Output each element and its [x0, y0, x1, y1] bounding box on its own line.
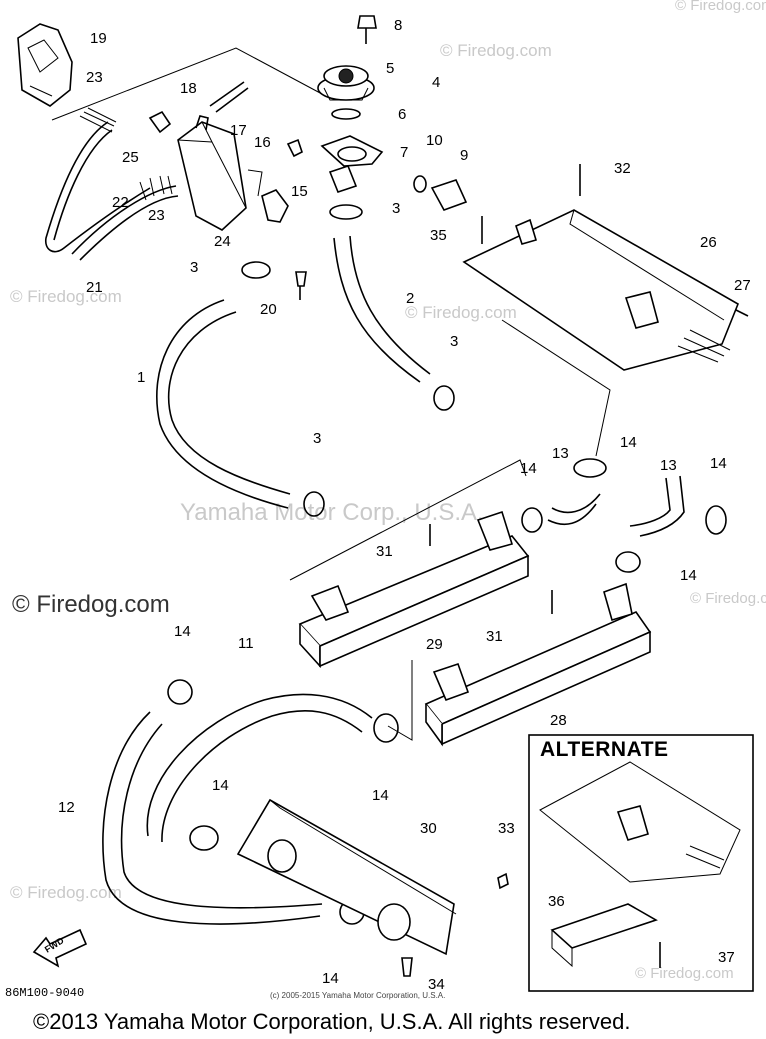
- diagram-code: 86M100-9040: [5, 986, 85, 1000]
- watermark-firedog: © Firedog.com: [12, 591, 170, 618]
- callout-13: 13: [660, 457, 677, 474]
- part-28-cooler: [424, 582, 652, 747]
- callout-6: 6: [398, 106, 406, 123]
- watermark: © Firedog.com: [440, 41, 552, 60]
- callout-14: 14: [372, 787, 389, 804]
- callout-17: 17: [230, 122, 247, 139]
- callout-26: 26: [700, 234, 717, 251]
- alternate-assembly: [539, 761, 741, 968]
- callout-24: 24: [214, 233, 231, 250]
- callout-14: 14: [710, 455, 727, 472]
- callout-15: 15: [291, 183, 308, 200]
- part-1-hose: [156, 299, 291, 509]
- part-9-sensor: [430, 179, 468, 211]
- part-2-hose: [333, 235, 431, 383]
- part-17-fitting: [195, 115, 209, 131]
- callout-14: 14: [520, 460, 537, 477]
- callout-14: 14: [322, 970, 339, 987]
- part-13-hose: [629, 475, 685, 537]
- callout-31: 31: [486, 628, 503, 645]
- callout-35: 35: [430, 227, 447, 244]
- callout-11: 11: [238, 635, 254, 652]
- part-33-bolt: [497, 872, 509, 890]
- part-8-bolt: [357, 15, 377, 44]
- part-26-plate: [462, 209, 740, 371]
- callout-32: 32: [614, 160, 631, 177]
- callout-8: 8: [394, 17, 402, 34]
- part-30-plate: [236, 798, 457, 956]
- part-12-hose: [102, 711, 323, 925]
- callout-18: 18: [180, 80, 197, 97]
- callout-2: 2: [406, 290, 414, 307]
- callout-7: 7: [400, 144, 408, 161]
- part-10-washer: [413, 175, 427, 193]
- callout-33: 33: [498, 820, 515, 837]
- callout-31: 31: [376, 543, 393, 560]
- watermark: © Firedog.com: [10, 287, 122, 306]
- part-20-bolt: [295, 271, 307, 300]
- part-34-bolt: [401, 957, 413, 977]
- part-4-5-thermostat-cover: [317, 65, 375, 101]
- part-13-hose: [547, 493, 601, 526]
- callout-16: 16: [254, 134, 271, 151]
- callout-3: 3: [190, 259, 198, 276]
- part-25-fitting: [148, 110, 172, 134]
- leader-lines: [51, 47, 611, 741]
- callout-36: 36: [548, 893, 565, 910]
- callout-28: 28: [550, 712, 567, 729]
- callout-37: 37: [718, 949, 735, 966]
- watermark: © Firedog.com: [690, 590, 766, 607]
- watermark: © Firedog.com: [635, 965, 734, 982]
- callout-19: 19: [90, 30, 107, 47]
- callout-5: 5: [386, 60, 394, 77]
- part-15-fitting: [286, 138, 303, 158]
- callout-29: 29: [426, 636, 443, 653]
- hose-clamps-3: [241, 204, 455, 517]
- callout-14: 14: [174, 623, 191, 640]
- part-29-cooler: [298, 510, 530, 669]
- callout-21: 21: [86, 279, 103, 296]
- callout-4: 4: [432, 74, 440, 91]
- part-19-bracket: [17, 23, 73, 107]
- callout-25: 25: [122, 149, 139, 166]
- part-18-pipe: [209, 81, 249, 113]
- watermark-center: Yamaha Motor Corp., U.S.A.: [180, 499, 484, 526]
- part-16-tank: [177, 121, 263, 231]
- callout-9: 9: [460, 147, 468, 164]
- callout-10: 10: [426, 132, 443, 149]
- part-7-housing: [320, 135, 384, 193]
- watermark: © Firedog.com: [10, 883, 122, 902]
- callout-34: 34: [428, 976, 445, 993]
- callouts: 19 23 18 8 5 4 6 17 16 25 10 7 9 32 15 2…: [58, 17, 751, 993]
- callout-3: 3: [392, 200, 400, 217]
- small-copyright: (c) 2005-2015 Yamaha Motor Corporation, …: [270, 991, 446, 1000]
- callout-12: 12: [58, 799, 75, 816]
- part-6-o-ring: [331, 108, 361, 120]
- callout-3: 3: [450, 333, 458, 350]
- callout-20: 20: [260, 301, 277, 318]
- callout-23: 23: [148, 207, 165, 224]
- callout-1: 1: [137, 369, 145, 386]
- callout-13: 13: [552, 445, 569, 462]
- part-24-bracket: [261, 189, 289, 223]
- watermarks: © Firedog.com © Firedog.com © Firedog.co…: [10, 0, 766, 982]
- watermark: © Firedog.com: [675, 0, 766, 14]
- part-27-bolt: [735, 309, 749, 317]
- copyright-footer: ©2013 Yamaha Motor Corporation, U.S.A. A…: [33, 1009, 631, 1034]
- callout-3: 3: [313, 430, 321, 447]
- forward-arrow-icon: [32, 928, 88, 968]
- callout-30: 30: [420, 820, 437, 837]
- watermark: © Firedog.com: [405, 303, 517, 322]
- callout-14: 14: [212, 777, 229, 794]
- alternate-box: [528, 734, 754, 992]
- callout-22: 22: [112, 194, 129, 211]
- part-11-hose: [146, 693, 373, 843]
- callout-23: 23: [86, 69, 103, 86]
- part-21-22-hoses: [44, 107, 179, 261]
- callout-14: 14: [620, 434, 637, 451]
- callout-14: 14: [680, 567, 697, 584]
- callout-27: 27: [734, 277, 751, 294]
- alternate-title: ALTERNATE: [540, 738, 669, 761]
